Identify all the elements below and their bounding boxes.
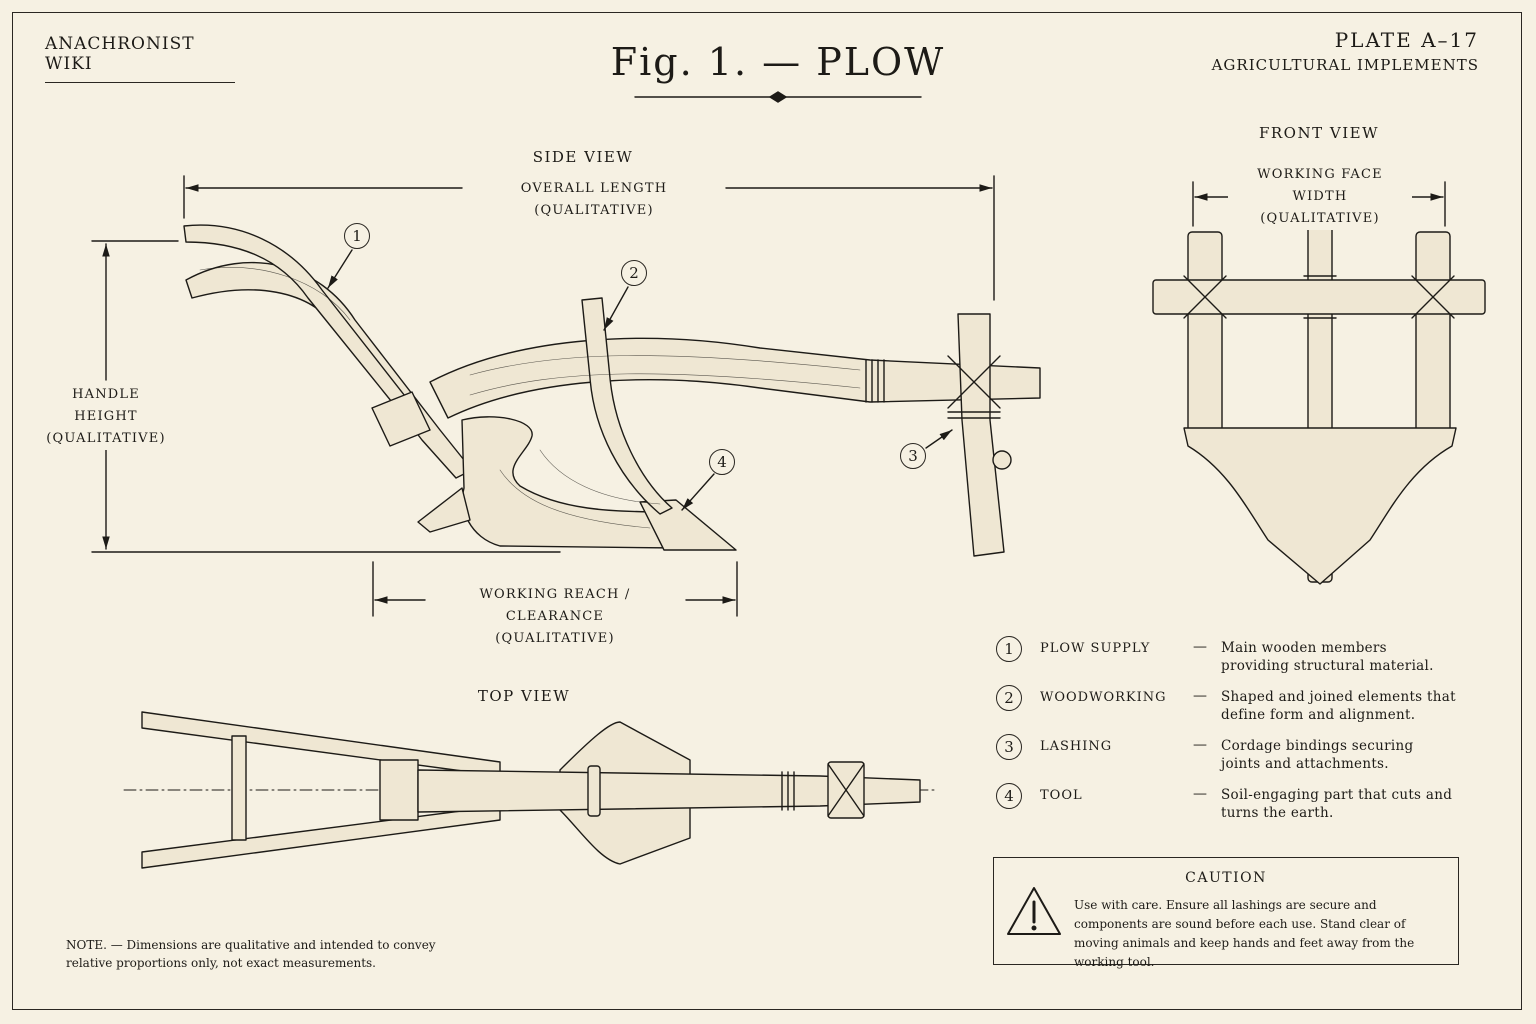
working-face-label: WORKING FACE WIDTH (QUALITATIVE) bbox=[1228, 164, 1412, 230]
front-share bbox=[1183, 427, 1457, 585]
legend-dash: — bbox=[1193, 737, 1207, 753]
legend-num: 4 bbox=[996, 783, 1022, 809]
top-view-lashings bbox=[781, 763, 865, 817]
plate-number: PLATE A–17 bbox=[1334, 28, 1479, 52]
working-reach-label: WORKING REACH / CLEARANCE (QUALITATIVE) bbox=[428, 584, 682, 650]
side-view-leaders bbox=[327, 249, 953, 511]
legend-desc: Cordage bindings securing joints and att… bbox=[1221, 738, 1414, 772]
legend-name: PLOW SUPPLY bbox=[1040, 641, 1151, 656]
handle-brace bbox=[371, 391, 431, 447]
callout-4: 4 bbox=[709, 449, 735, 475]
working-face-line1: WORKING FACE WIDTH bbox=[1257, 167, 1383, 204]
caution-body: Use with care. Ensure all lashings are s… bbox=[1074, 898, 1415, 969]
side-view-wood-grain bbox=[199, 267, 861, 529]
legend-dash: — bbox=[1193, 639, 1207, 655]
front-view-lashings bbox=[1183, 275, 1455, 319]
side-view-plow bbox=[183, 224, 1041, 557]
handle-height-line1: HANDLE HEIGHT bbox=[72, 387, 140, 424]
callout-3: 3 bbox=[900, 443, 926, 469]
caution-title: CAUTION bbox=[1185, 870, 1267, 886]
legend-dash: — bbox=[1193, 688, 1207, 704]
hitch-post bbox=[957, 313, 1005, 557]
legend-name: TOOL bbox=[1040, 788, 1083, 803]
caution-box: CAUTION Use with care. Ensure all lashin… bbox=[993, 857, 1459, 969]
note-text: NOTE. — Dimensions are qualitative and i… bbox=[66, 938, 436, 970]
standard bbox=[581, 297, 673, 515]
legend-desc: Main wooden members providing structural… bbox=[1221, 640, 1434, 674]
legend-desc: Shaped and joined elements that define f… bbox=[1221, 689, 1456, 723]
legend-num: 2 bbox=[996, 685, 1022, 711]
legend-dash: — bbox=[1193, 786, 1207, 802]
front-crossbar bbox=[1152, 279, 1486, 315]
legend-name: LASHING bbox=[1040, 739, 1113, 754]
top-handle-lower bbox=[141, 805, 501, 869]
legend-desc: Soil-engaging part that cuts and turns t… bbox=[1221, 787, 1453, 821]
top-view-plow bbox=[123, 711, 937, 869]
handle-front bbox=[183, 224, 413, 413]
wiki-label: ANACHRONIST WIKI bbox=[45, 34, 235, 83]
front-post-right bbox=[1415, 231, 1451, 433]
working-reach-line2: (QUALITATIVE) bbox=[495, 631, 615, 646]
plate-id: PLATE A–17 AGRICULTURAL IMPLEMENTS bbox=[1212, 28, 1479, 74]
top-handle-upper bbox=[141, 711, 501, 777]
legend-item-plow-supply: 1 PLOW SUPPLY — Main wooden members prov… bbox=[996, 636, 1466, 680]
title-ornament bbox=[634, 91, 922, 103]
legend-num: 1 bbox=[996, 636, 1022, 662]
front-view-label: FRONT VIEW bbox=[1258, 124, 1380, 142]
working-face-line2: (QUALITATIVE) bbox=[1260, 211, 1380, 226]
callout-1: 1 bbox=[344, 223, 370, 249]
side-view-label: SIDE VIEW bbox=[532, 148, 634, 166]
moldboard bbox=[461, 416, 679, 549]
plate-subtitle: AGRICULTURAL IMPLEMENTS bbox=[1211, 56, 1479, 74]
handle-height-label: HANDLE HEIGHT (QUALITATIVE) bbox=[40, 384, 172, 450]
legend-item-tool: 4 TOOL — Soil-engaging part that cuts an… bbox=[996, 783, 1466, 827]
legend-item-woodworking: 2 WOODWORKING — Shaped and joined elemen… bbox=[996, 685, 1466, 729]
front-view-plow bbox=[1152, 221, 1486, 585]
handle-rear bbox=[185, 261, 473, 479]
working-reach-line1: WORKING REACH / CLEARANCE bbox=[479, 587, 631, 624]
top-standard bbox=[587, 765, 601, 817]
legend-num: 3 bbox=[996, 734, 1022, 760]
side-view-lashings bbox=[865, 355, 1001, 419]
figure-title: Fig. 1. — PLOW bbox=[610, 40, 946, 84]
plow-beam bbox=[429, 337, 1041, 419]
legend-name: WOODWORKING bbox=[1040, 690, 1167, 705]
handle-height-line2: (QUALITATIVE) bbox=[46, 431, 166, 446]
top-view-label: TOP VIEW bbox=[477, 687, 571, 705]
top-handle-brace bbox=[231, 735, 247, 841]
overall-length-label: OVERALL LENGTH (QUALITATIVE) bbox=[466, 178, 722, 222]
plate-border bbox=[12, 12, 1522, 1010]
warning-triangle-icon bbox=[1007, 887, 1061, 935]
callout-2: 2 bbox=[621, 260, 647, 286]
front-post-left bbox=[1187, 231, 1223, 433]
legend-item-lashing: 3 LASHING — Cordage bindings securing jo… bbox=[996, 734, 1466, 778]
top-block bbox=[379, 759, 419, 821]
landside bbox=[417, 487, 471, 533]
